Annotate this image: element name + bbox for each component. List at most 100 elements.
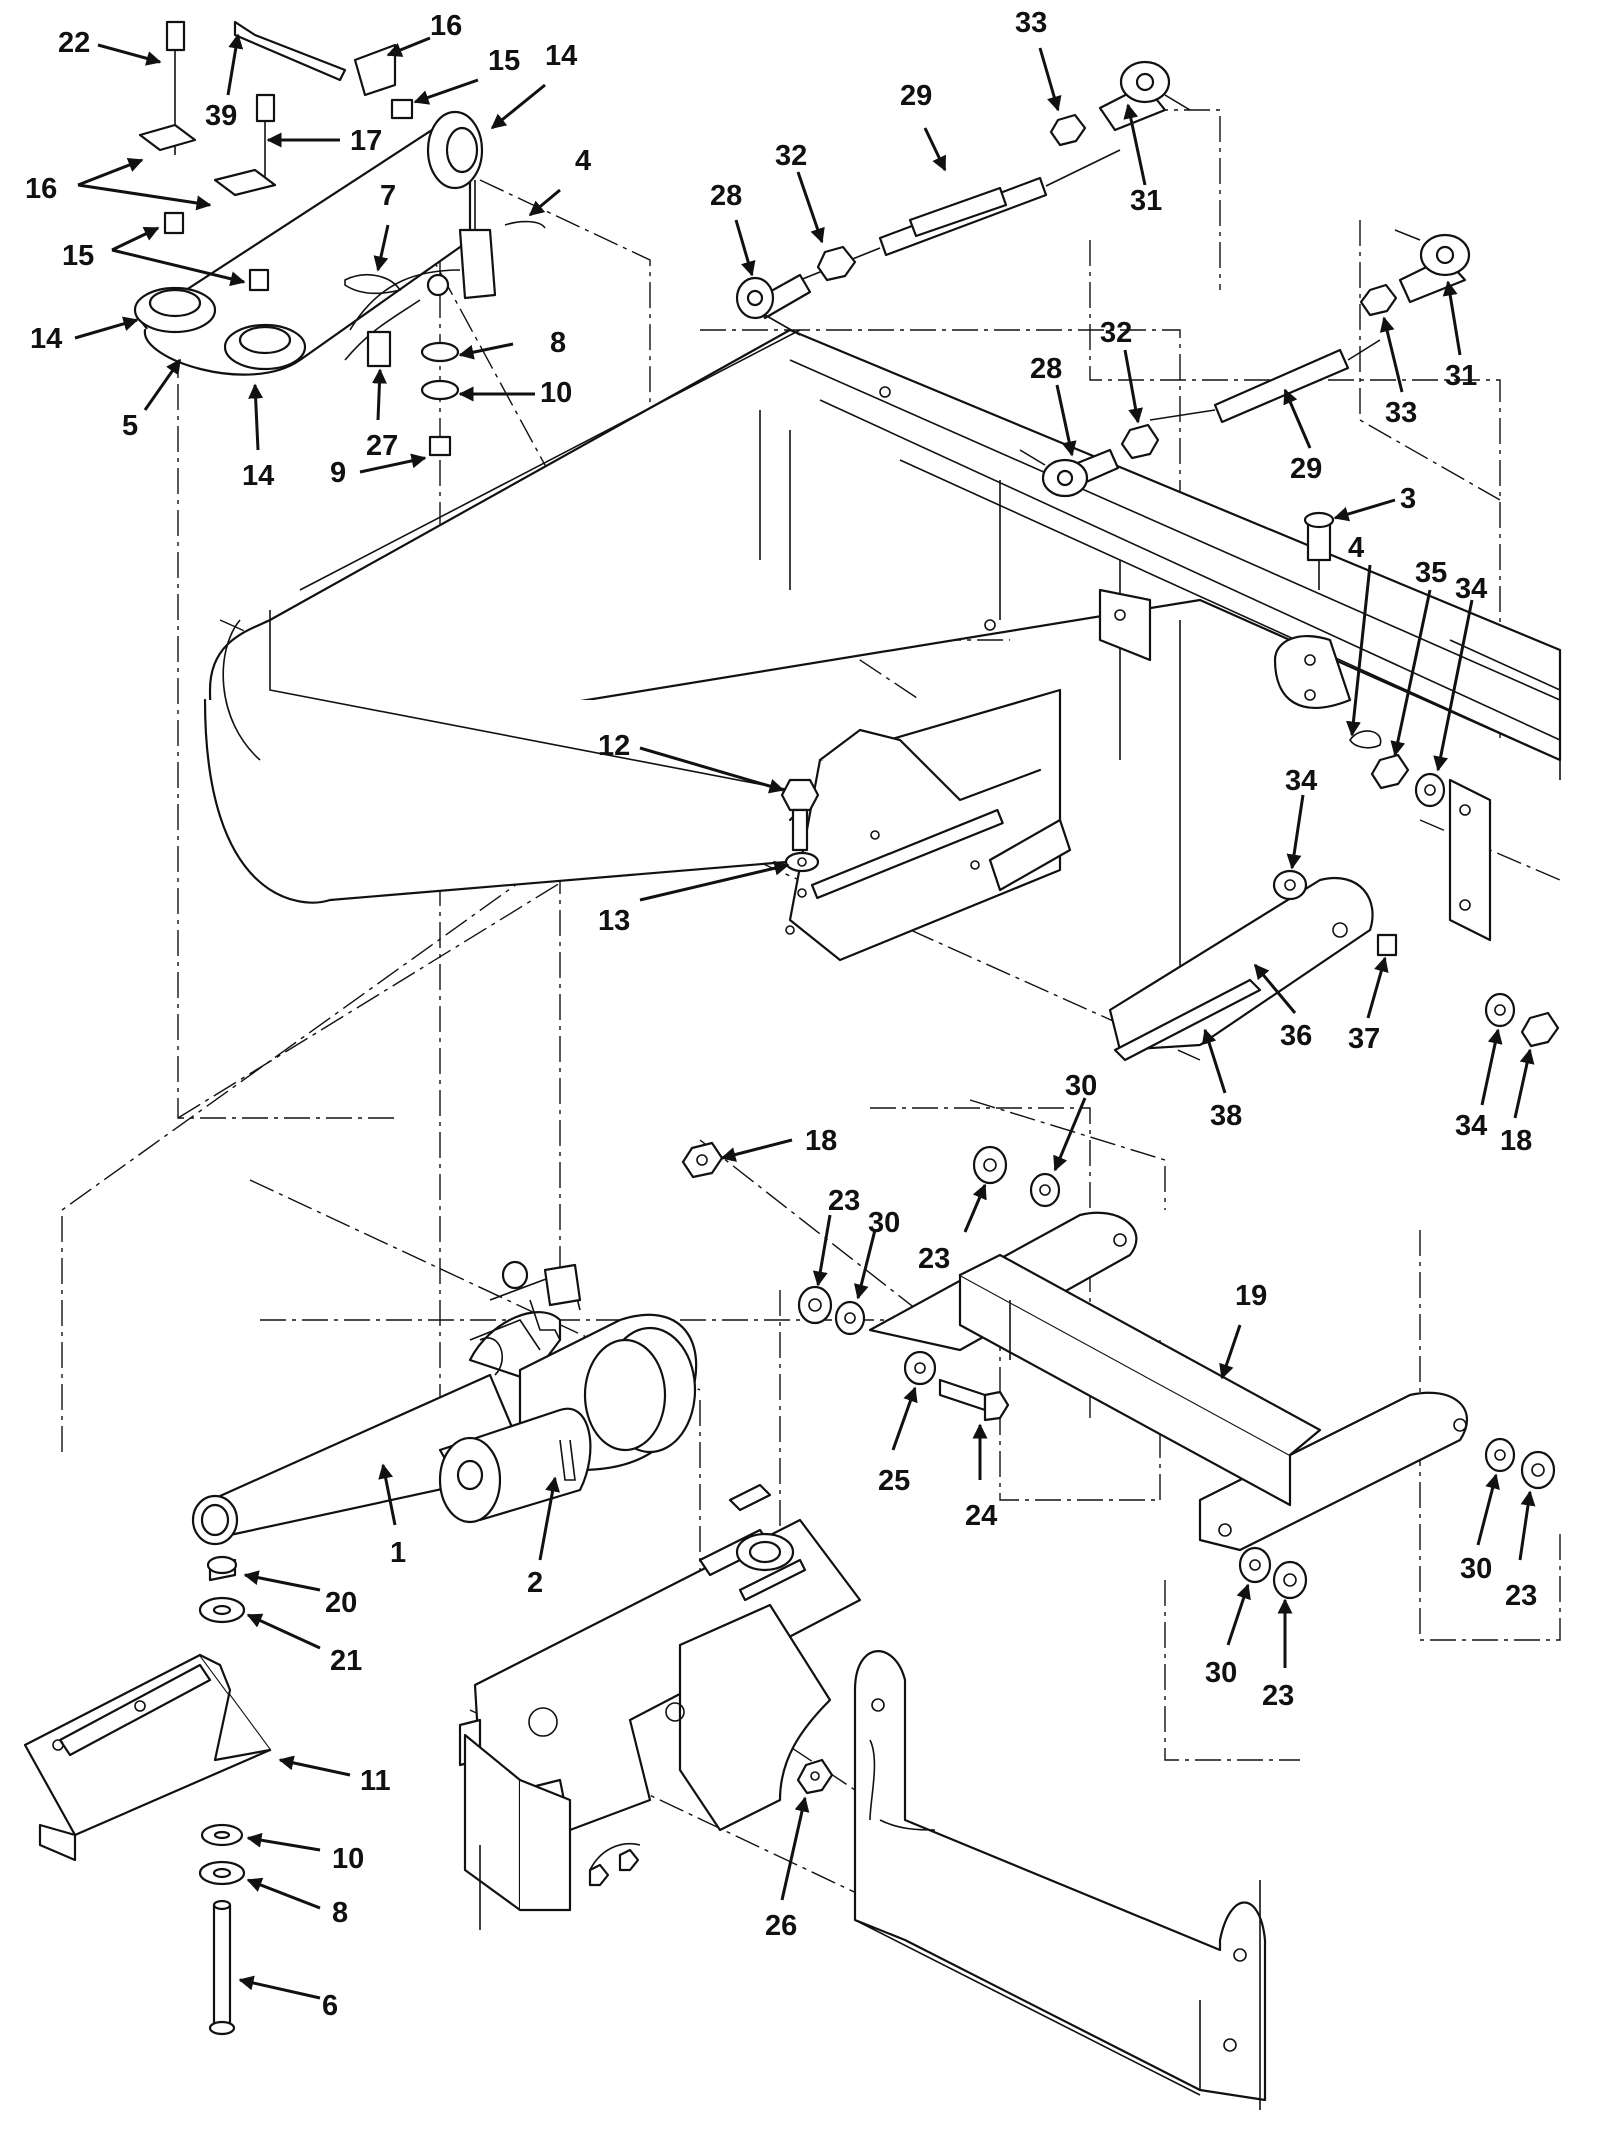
leader-38 xyxy=(1201,1028,1227,1094)
leader-2 xyxy=(538,1476,560,1561)
leader-14b xyxy=(74,316,139,340)
callout-17: 17 xyxy=(350,125,382,157)
leader-12 xyxy=(639,746,785,794)
callout-8a: 8 xyxy=(550,327,566,359)
callout-34c: 34 xyxy=(1455,1110,1487,1142)
callout-37: 37 xyxy=(1348,1023,1380,1055)
callout-31b: 31 xyxy=(1445,360,1477,392)
leader-1 xyxy=(378,1463,397,1526)
leader-18a xyxy=(720,1138,793,1162)
callout-1: 1 xyxy=(390,1537,406,1569)
callout-30a: 30 xyxy=(1065,1070,1097,1102)
leader-27 xyxy=(371,368,387,421)
callout-29a: 29 xyxy=(900,80,932,112)
leader-39 xyxy=(226,33,244,96)
arm-assembly-36 xyxy=(1108,869,1560,1062)
leader-8b xyxy=(246,1877,321,1910)
leader-14c xyxy=(248,383,264,451)
leader-30b xyxy=(853,1229,877,1300)
callout-23b: 23 xyxy=(828,1185,860,1217)
leader-34b xyxy=(1286,794,1305,870)
leader-8a xyxy=(458,342,514,360)
callout-26: 26 xyxy=(765,1910,797,1942)
callout-6: 6 xyxy=(322,1990,338,2022)
callout-4b: 4 xyxy=(1348,532,1364,564)
callout-13: 13 xyxy=(598,905,630,937)
leader-18b xyxy=(1513,1048,1535,1119)
callout-11: 11 xyxy=(360,1765,391,1797)
leader-23a xyxy=(963,1183,987,1233)
leader-29b xyxy=(1283,388,1312,449)
callout-8b: 8 xyxy=(332,1897,348,1929)
leader-26 xyxy=(780,1796,810,1901)
bottom-right-frame xyxy=(853,1650,1267,2110)
callout-34a: 34 xyxy=(1455,573,1487,605)
callout-33a: 33 xyxy=(1015,7,1047,39)
leader-11 xyxy=(278,1755,351,1777)
callout-12: 12 xyxy=(598,730,630,762)
callout-10b: 10 xyxy=(332,1843,364,1875)
leader-15b xyxy=(111,226,160,252)
leader-30d xyxy=(1226,1583,1251,1646)
callout-32b: 32 xyxy=(1100,317,1132,349)
leader-13 xyxy=(639,860,790,902)
callout-22: 22 xyxy=(58,27,90,59)
right-hardware xyxy=(1273,511,1446,808)
callout-38: 38 xyxy=(1210,1100,1242,1132)
leader-31b xyxy=(1442,280,1462,356)
leader-35 xyxy=(1390,589,1432,757)
callout-30b: 30 xyxy=(868,1207,900,1239)
callout-4a: 4 xyxy=(575,145,591,177)
callout-15b: 15 xyxy=(62,240,94,272)
callout-18a: 18 xyxy=(805,1125,837,1157)
leader-16b xyxy=(77,157,144,187)
leader-7 xyxy=(373,224,390,272)
callout-20: 20 xyxy=(325,1587,357,1619)
leader-36 xyxy=(1253,963,1297,1014)
callout-28b: 28 xyxy=(1030,353,1062,385)
leader-25 xyxy=(891,1386,918,1451)
callout-34b: 34 xyxy=(1285,765,1317,797)
leader-4b xyxy=(1345,564,1372,737)
callout-9: 9 xyxy=(330,457,346,489)
leader-34c xyxy=(1480,1028,1503,1106)
leader-4a xyxy=(528,188,561,217)
leader-22 xyxy=(97,43,162,66)
leader-33a xyxy=(1038,47,1062,112)
callout-27: 27 xyxy=(366,430,398,462)
leader-23c xyxy=(1518,1490,1536,1561)
callout-36: 36 xyxy=(1280,1020,1312,1052)
leader-30a xyxy=(1053,1097,1087,1172)
center-nut xyxy=(681,1141,724,1179)
leader-23b xyxy=(812,1214,832,1287)
leader-20 xyxy=(243,1570,321,1592)
leader-16a xyxy=(386,36,431,57)
callout-30d: 30 xyxy=(1205,1657,1237,1689)
callout-14a: 14 xyxy=(545,40,577,72)
leader-29a xyxy=(923,127,947,172)
callout-labels: 22 39 16 15 14 17 16 15 7 4 14 5 14 8 10… xyxy=(25,7,1537,2022)
callout-23d: 23 xyxy=(1262,1680,1294,1712)
leader-15a xyxy=(413,78,479,105)
leader-21 xyxy=(246,1613,321,1650)
callout-24: 24 xyxy=(965,1500,997,1532)
callout-19: 19 xyxy=(1235,1280,1267,1312)
linear-actuator xyxy=(191,1260,698,1546)
leader-34a xyxy=(1433,599,1474,772)
callout-35: 35 xyxy=(1415,557,1447,589)
leader-6 xyxy=(238,1975,321,2000)
callout-28a: 28 xyxy=(710,180,742,212)
callout-5: 5 xyxy=(122,410,138,442)
leader-32a xyxy=(796,171,825,244)
leader-14a xyxy=(490,83,546,130)
center-mounting-plate xyxy=(780,688,1072,962)
callout-30c: 30 xyxy=(1460,1553,1492,1585)
leader-19 xyxy=(1219,1324,1242,1380)
callout-15a: 15 xyxy=(488,45,520,77)
callout-16a: 16 xyxy=(430,10,462,42)
leader-33b xyxy=(1379,316,1404,393)
callout-2: 2 xyxy=(527,1567,543,1599)
leader-32b xyxy=(1123,349,1143,424)
leader-3 xyxy=(1333,498,1396,522)
leader-arrows xyxy=(74,33,1536,2000)
